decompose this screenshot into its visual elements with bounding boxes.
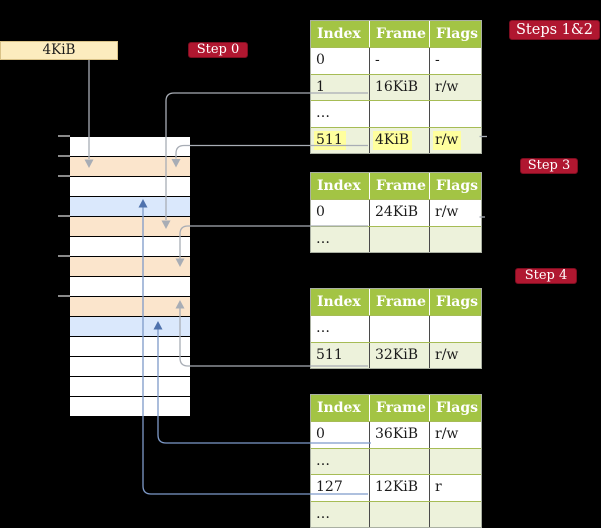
table-cell: - [429,48,481,74]
table-cell: r/w [429,200,481,226]
table-row: … [311,500,481,527]
table-cell: 511 [316,346,343,363]
badge-step-0: Step 0 [188,42,248,58]
column-header: Flags [429,173,481,199]
memory-frame-table [70,157,190,177]
table-cell: 32KiB [369,342,429,368]
badge-step-3: Step 3 [520,158,578,174]
table-cell [369,101,429,127]
memory-frame-empty [70,377,190,397]
table-cell: 511 [311,128,369,154]
memory-frame-empty [70,337,190,357]
memory-frame-empty [70,397,190,417]
table-cell: … [316,105,330,121]
table-cell [429,448,481,474]
memory-tick [58,135,70,137]
table-row: 0 -- [311,47,481,74]
table-cell: 127 [316,479,343,495]
table-cell: r/w [429,127,481,153]
column-header: Index [317,294,361,310]
column-header: Frame [369,21,429,47]
badge-steps-1-2: Steps 1&2 [509,20,600,40]
table-cell: 24KiB [369,200,429,226]
memory-frame-table [70,217,190,237]
table-cell: r/w [429,74,481,100]
table-row: … [311,100,481,127]
column-header: Flags [429,21,481,47]
memory-tick [58,255,70,257]
memory-tick [58,175,70,177]
cr3-frame-box: 4KiB [0,41,118,60]
table-cell: r [429,475,481,501]
memory-frame-empty [70,277,190,297]
memory-frame-empty [70,237,190,257]
column-header: Frame [369,289,429,315]
table-row: … [311,315,481,342]
memory-frame-empty [70,357,190,377]
table-cell: 0 [316,204,325,220]
table-cell [429,226,481,252]
table-cell [369,316,429,342]
table-cell: … [316,505,330,522]
column-header: Index [317,26,361,42]
memory-frame-table [70,297,190,317]
memory-frame-empty [70,177,190,197]
physical-memory-stack [70,136,190,417]
memory-frame-empty [70,137,190,157]
column-header: Flags [429,395,481,421]
memory-tick [58,155,70,157]
table-cell: r/w [429,422,481,448]
table-row: … [311,225,481,252]
table-cell [429,101,481,127]
table-row: … [311,447,481,474]
memory-tick [58,215,70,217]
table-cell: 0 [316,52,325,68]
memory-frame-mapped [70,317,190,337]
memory-frame-mapped [70,197,190,217]
badge-step-4: Step 4 [515,268,577,284]
table-cell [429,501,481,527]
table-cell [369,448,429,474]
table-cell [429,316,481,342]
table-cell: 4KiB [369,127,429,153]
table-cell [369,501,429,527]
table-cell: … [316,320,330,336]
table-cell: r/w [429,342,481,368]
memory-frame-table [70,257,190,277]
column-header: Index [317,400,361,416]
table-cell: 16KiB [369,74,429,100]
memory-tick [58,295,70,297]
column-header: Index [317,178,361,194]
table-cell: - [369,48,429,74]
table-cell: 12KiB [369,475,429,501]
table-cell: … [316,230,330,247]
column-header: Flags [429,289,481,315]
table-cell: 36KiB [369,422,429,448]
table-cell: … [316,452,330,469]
table-cell: 0 [316,426,325,442]
table-cell [369,226,429,252]
column-header: Frame [369,173,429,199]
table-cell: 1 [316,78,325,95]
column-header: Frame [369,395,429,421]
